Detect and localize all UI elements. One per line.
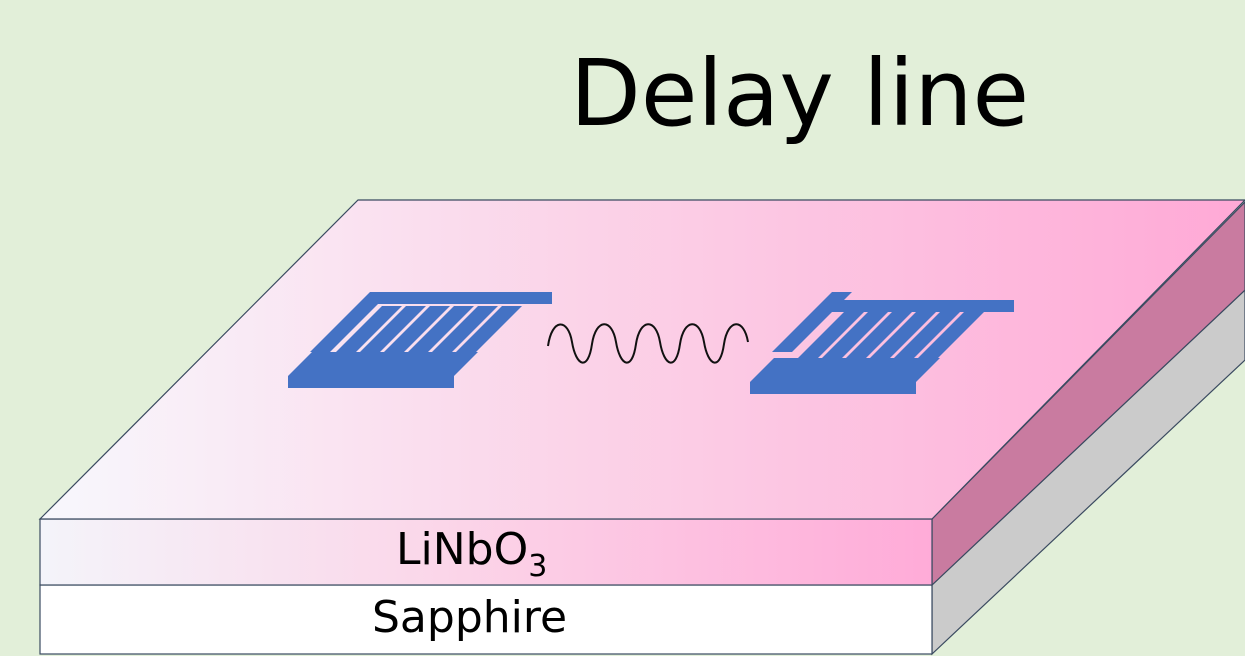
linbo3-label: LiNbO3 xyxy=(396,528,547,582)
idt-left-icon xyxy=(288,292,552,388)
sapphire-label: Sapphire xyxy=(372,592,568,643)
idt-right-icon xyxy=(750,292,1014,394)
surface-acoustic-wave-icon xyxy=(547,323,749,364)
linbo3-label-subscript: 3 xyxy=(528,549,548,584)
linbo3-layer xyxy=(38,199,1245,587)
diagram-title: Delay line xyxy=(570,40,1030,147)
linbo3-label-base: LiNbO xyxy=(396,524,529,575)
sapphire-layer xyxy=(39,289,1245,656)
